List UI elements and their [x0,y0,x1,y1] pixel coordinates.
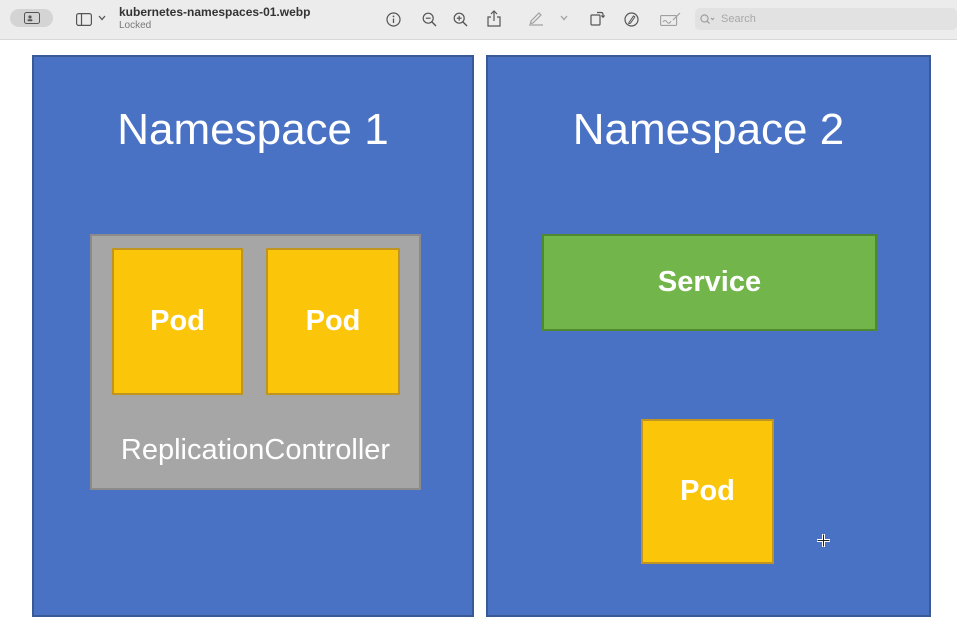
zoom-in-icon [453,12,467,26]
file-name: kubernetes-namespaces-01.webp [119,5,311,19]
rotate-icon [590,11,605,26]
service-box: Service [542,234,877,331]
replication-controller-label: ReplicationController [120,434,391,466]
window-title: kubernetes-namespaces-01.webp Locked [119,5,310,32]
info-button[interactable] [384,10,402,28]
share-icon [487,9,501,27]
zoom-out-button[interactable] [420,10,438,28]
toolbar: kubernetes-namespaces-01.webp Locked [0,0,957,40]
view-mode-button[interactable] [10,9,53,27]
info-icon [385,11,401,27]
share-button[interactable] [485,8,503,28]
highlight-button[interactable] [527,9,545,27]
markup-button[interactable] [622,10,640,28]
rotate-button[interactable] [588,9,606,27]
chevron-down-icon [98,15,106,21]
sidebar-toggle-icon [76,12,92,26]
zoom-in-button[interactable] [451,10,469,28]
pod-box: Pod [266,248,400,395]
zoom-out-icon [422,12,436,26]
person-card-icon [23,12,40,24]
pod-box: Pod [641,419,774,564]
sidebar-toggle-button[interactable] [75,11,93,27]
search-field[interactable] [695,8,957,30]
namespace-2-box: Namespace 2 Service Pod [486,55,931,617]
sidebar-options-button[interactable] [97,13,107,23]
search-input[interactable] [719,12,943,26]
highlight-pen-icon [529,12,543,26]
pod-label: Pod [305,305,361,337]
pod-label: Pod [680,475,735,507]
replication-controller-box: Pod Pod ReplicationController [90,234,421,490]
file-status: Locked [119,20,152,31]
crosshair-cursor-icon [817,534,830,547]
markup-icon [623,11,639,27]
pod-label: Pod [150,305,205,337]
namespace-2-title: Namespace 2 [572,105,845,154]
namespace-1-box: Namespace 1 Pod Pod ReplicationControlle… [32,55,474,617]
chevron-down-icon [560,15,568,21]
service-label: Service [657,266,762,298]
signature-button[interactable] [659,10,681,28]
search-icon [700,13,715,24]
pod-box: Pod [112,248,243,395]
signature-icon [659,12,680,26]
namespace-1-title: Namespace 1 [117,105,389,154]
highlight-options-button[interactable] [559,13,569,23]
